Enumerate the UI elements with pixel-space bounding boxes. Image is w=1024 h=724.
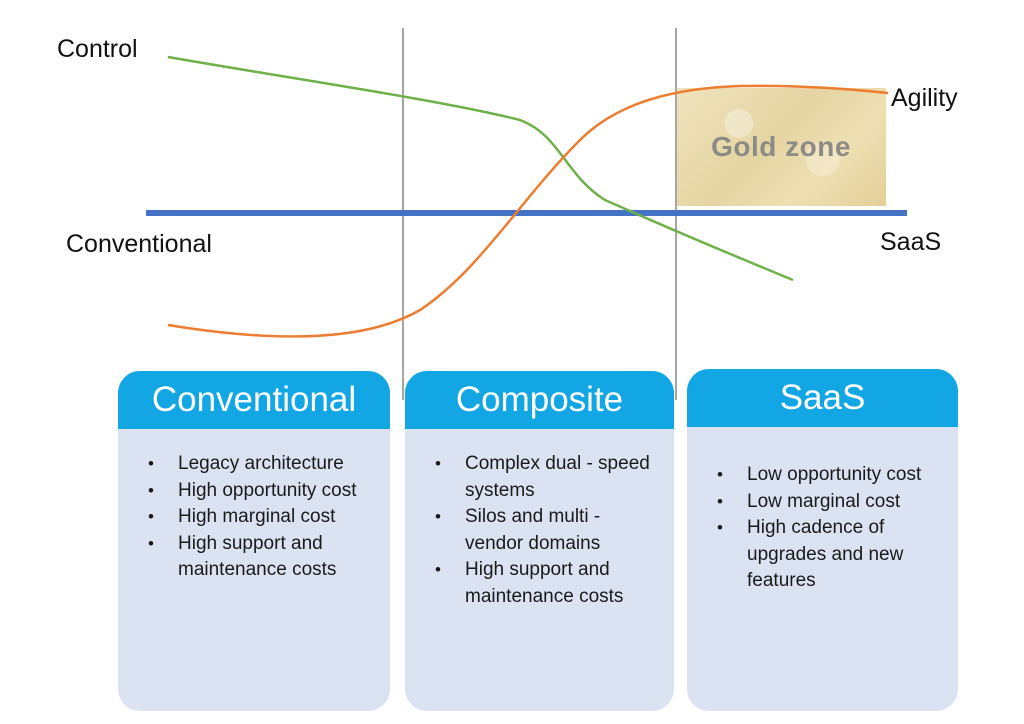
gold-zone-label: Gold zone (711, 131, 851, 162)
list-item: Legacy architecture (118, 451, 390, 478)
agility-label: Agility (891, 84, 958, 112)
list-item: High opportunity cost (118, 478, 390, 505)
list-item: High support and maintenance costs (118, 531, 390, 584)
card-title: SaaS (779, 378, 866, 417)
conventional-axis-label: Conventional (66, 230, 212, 258)
card-list: Complex dual - speed systems Silos and m… (405, 429, 674, 610)
card-composite: Composite Complex dual - speed systems S… (405, 371, 674, 711)
control-curve (167, 55, 794, 282)
card-header: SaaS (687, 369, 958, 427)
list-item: High cadence of upgrades and new feature… (687, 515, 958, 595)
control-label: Control (57, 35, 138, 63)
card-saas: SaaS Low opportunity cost Low marginal c… (687, 369, 958, 711)
card-header: Composite (405, 371, 674, 429)
list-item: High support and maintenance costs (405, 557, 674, 610)
card-title: Conventional (151, 380, 357, 419)
list-item: Low opportunity cost (687, 462, 958, 489)
list-item: Complex dual - speed systems (405, 451, 674, 504)
card-list: Legacy architecture High opportunity cos… (118, 429, 390, 584)
card-conventional: Conventional Legacy architecture High op… (118, 371, 390, 711)
gold-zone: Gold zone (676, 88, 886, 206)
card-title: Composite (455, 380, 624, 419)
list-item: Low marginal cost (687, 489, 958, 516)
list-item: High marginal cost (118, 504, 390, 531)
card-header: Conventional (118, 371, 390, 429)
saas-axis-label: SaaS (880, 228, 942, 256)
list-item: Silos and multi - vendor domains (405, 504, 674, 557)
agility-curve (167, 84, 889, 338)
card-list: Low opportunity cost Low marginal cost H… (687, 427, 958, 595)
